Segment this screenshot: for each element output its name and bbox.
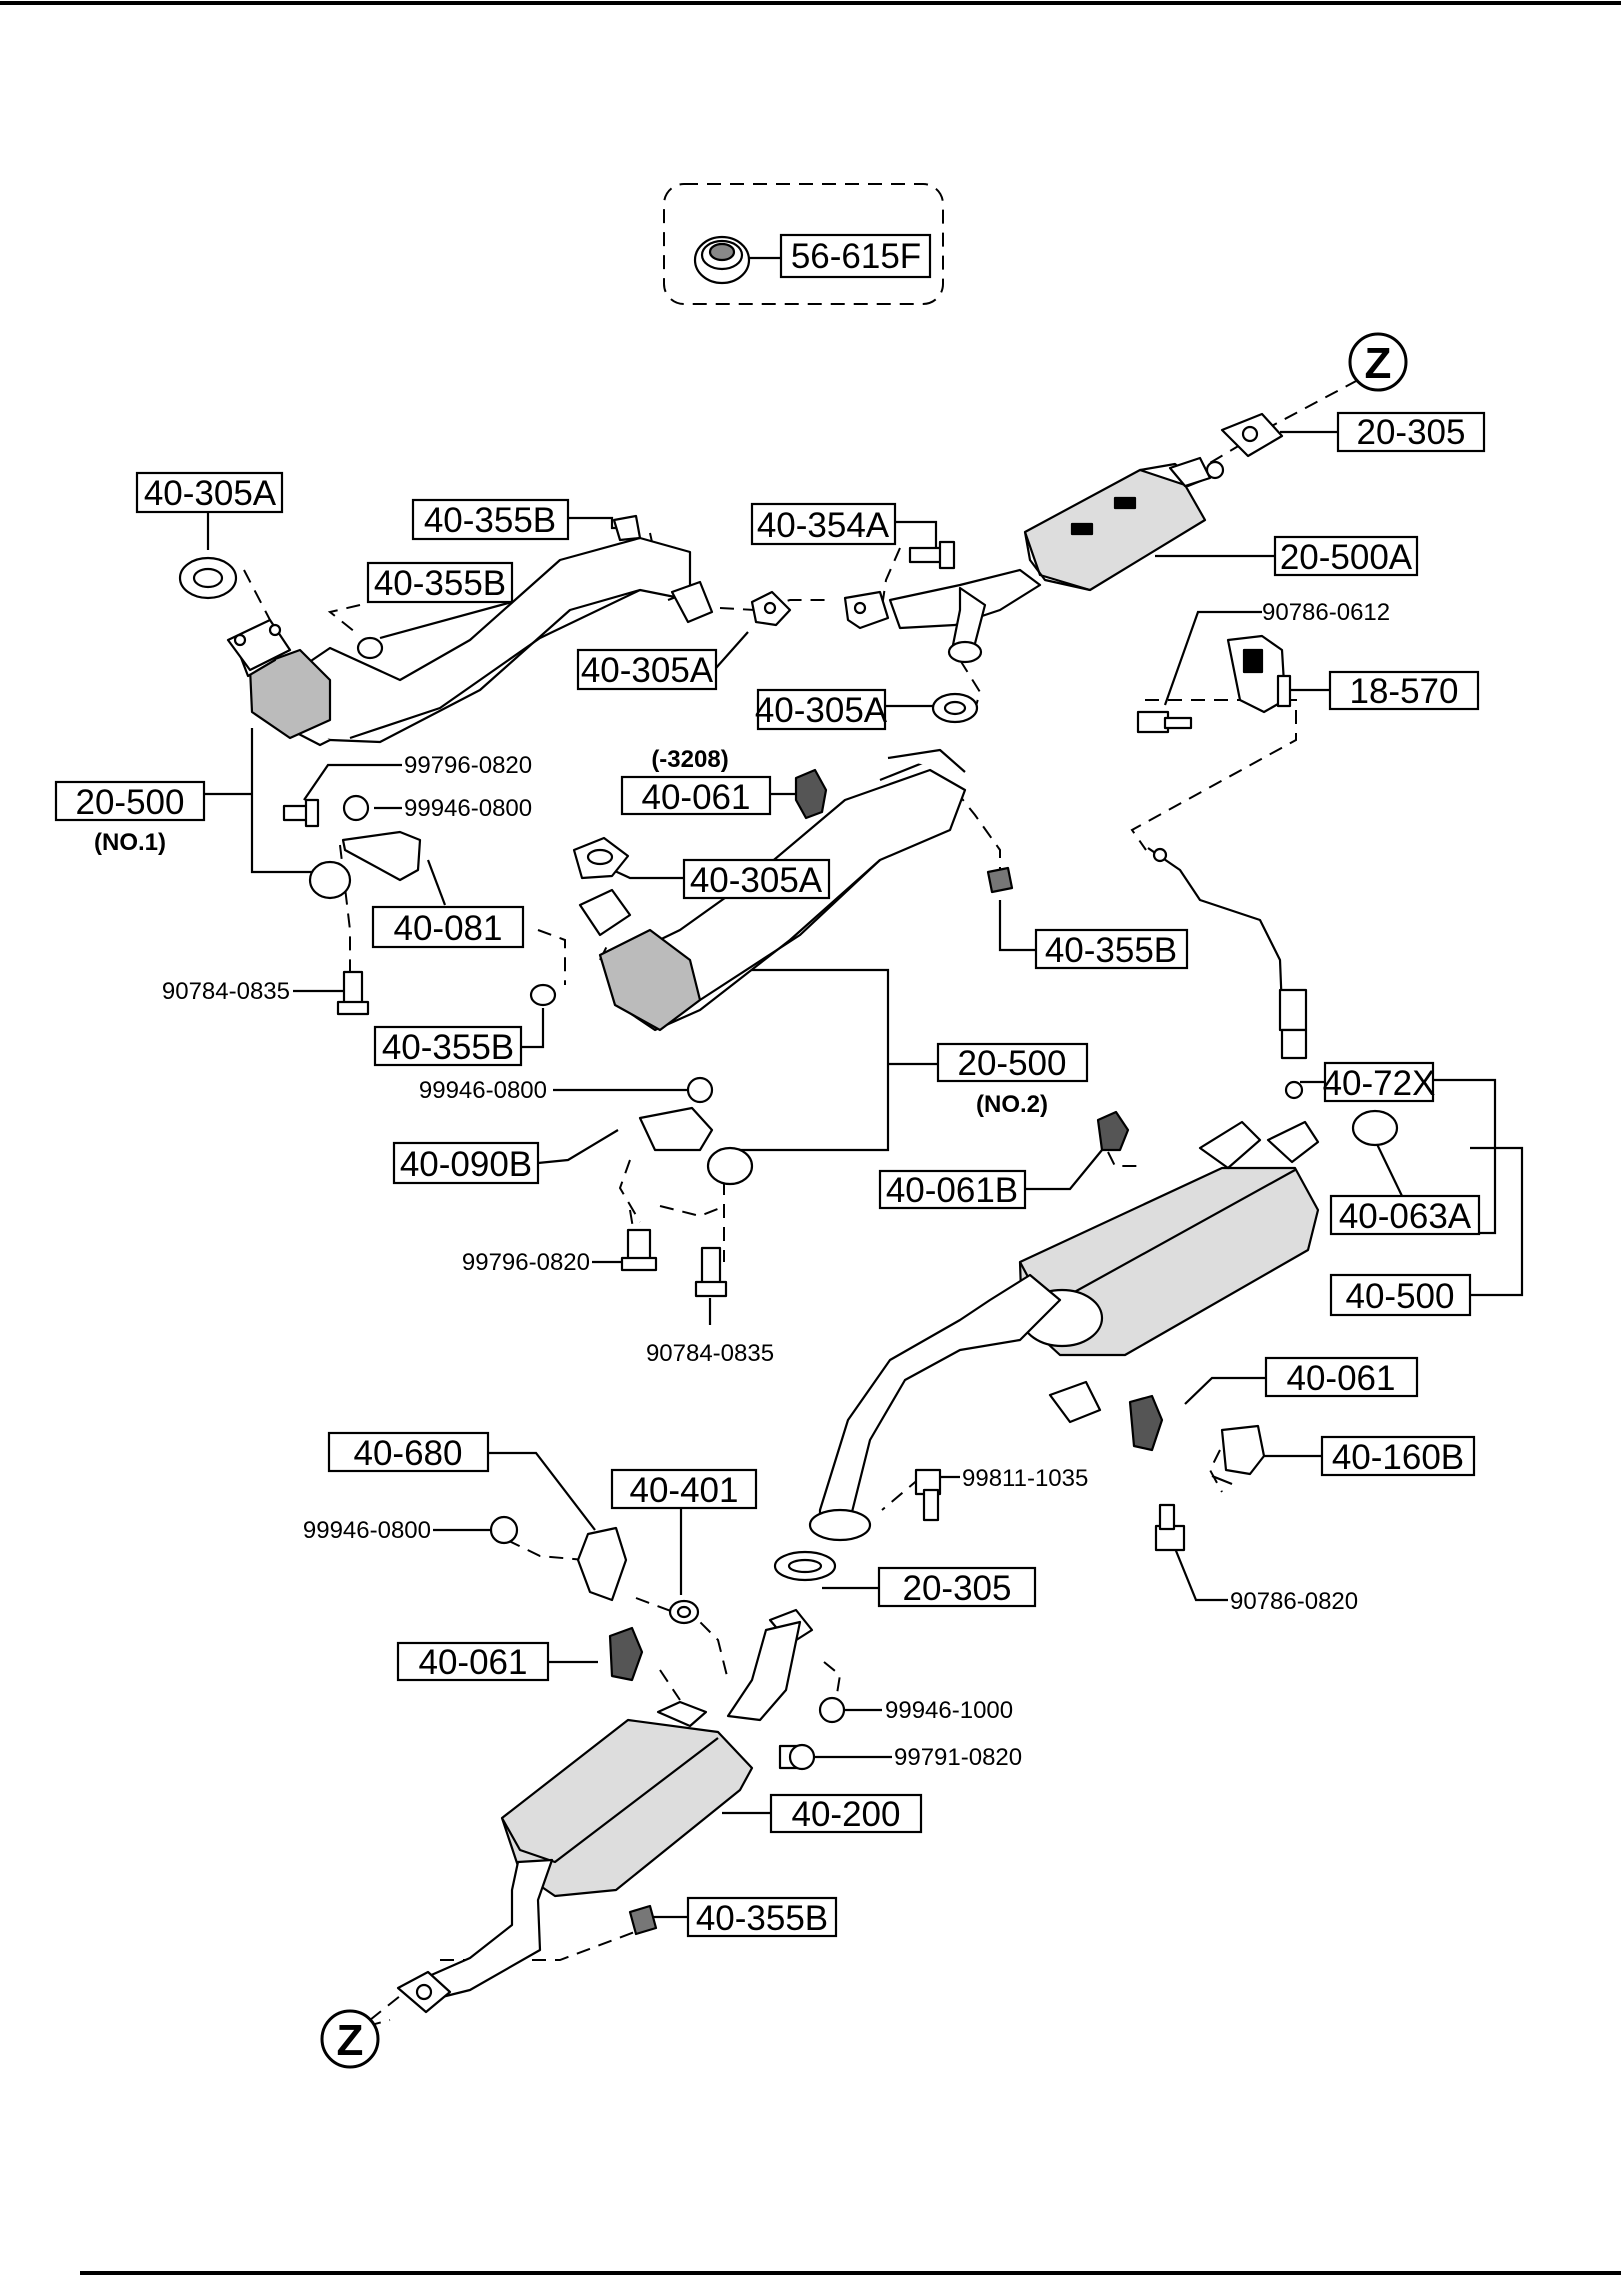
label-20-500-no2: 20-500 (958, 1044, 1067, 1083)
label-texts: 56-615F 20-305 40-305A 40-355B 40-355B 4… (76, 237, 1472, 1938)
label-40-305a-right: 40-305A (755, 691, 888, 730)
label-note-no1: (NO.1) (94, 829, 166, 856)
label-99811-1035: 99811-1035 (962, 1465, 1088, 1492)
label-40-355b-1: 40-355B (424, 501, 556, 540)
part-label-boxes (54, 233, 1486, 1938)
label-18-570: 18-570 (1350, 672, 1459, 711)
z-marker-bottom: Z (320, 2009, 380, 2069)
label-40-355b-4: 40-355B (382, 1028, 514, 1067)
label-40-081: 40-081 (394, 909, 503, 948)
z-marker-top: Z (1348, 332, 1408, 392)
label-99796-0820-a: 99796-0820 (404, 752, 532, 779)
label-40-354a: 40-354A (757, 506, 890, 545)
label-40-355b-3: 40-355B (1045, 931, 1177, 970)
label-note-3208: (-3208) (651, 746, 728, 773)
leader-lines (204, 256, 1524, 1919)
label-90786-0820: 90786-0820 (1230, 1588, 1358, 1615)
label-40-063a: 40-063A (1339, 1197, 1472, 1236)
label-99796-0820-b: 99796-0820 (462, 1249, 590, 1276)
label-40-160b: 40-160B (1332, 1438, 1464, 1477)
label-99791-0820: 99791-0820 (894, 1744, 1022, 1771)
part-drawings (178, 235, 1399, 2014)
label-40-72x: 40-72X (1323, 1064, 1436, 1103)
label-90784-0835-a: 90784-0835 (162, 978, 290, 1005)
label-note-no2: (NO.2) (976, 1091, 1048, 1118)
label-40-355b-2: 40-355B (374, 564, 506, 603)
label-40-200: 40-200 (792, 1795, 901, 1834)
label-20-500-no1: 20-500 (76, 783, 185, 822)
label-40-305a-mid: 40-305A (581, 651, 714, 690)
label-40-305a-lower: 40-305A (690, 861, 823, 900)
label-99946-1000: 99946-1000 (885, 1697, 1013, 1724)
z-marker-top-text: Z (1365, 339, 1392, 388)
label-90784-0835-b: 90784-0835 (646, 1340, 774, 1367)
label-40-061b: 40-061B (886, 1171, 1018, 1210)
label-99946-0800-c: 99946-0800 (303, 1517, 431, 1544)
label-40-401: 40-401 (630, 1471, 739, 1510)
label-40-355b-5: 40-355B (696, 1899, 828, 1938)
z-marker-bottom-text: Z (337, 2016, 364, 2065)
label-90786-0612: 90786-0612 (1262, 599, 1390, 626)
label-99946-0800-b: 99946-0800 (419, 1077, 547, 1104)
label-40-061-low: 40-061 (419, 1643, 528, 1682)
label-20-500a: 20-500A (1280, 538, 1413, 577)
label-40-061-top: 40-061 (642, 778, 751, 817)
label-40-090b: 40-090B (400, 1145, 532, 1184)
label-99946-0800-a: 99946-0800 (404, 795, 532, 822)
label-40-305a-left: 40-305A (144, 474, 277, 513)
label-20-305-top: 20-305 (1357, 413, 1466, 452)
grommet-group-outline (663, 183, 944, 305)
label-56-615f: 56-615F (791, 237, 921, 276)
label-40-680: 40-680 (354, 1434, 463, 1473)
label-20-305-lower: 20-305 (903, 1569, 1012, 1608)
label-40-500: 40-500 (1346, 1277, 1455, 1316)
label-40-061-mid: 40-061 (1287, 1359, 1396, 1398)
